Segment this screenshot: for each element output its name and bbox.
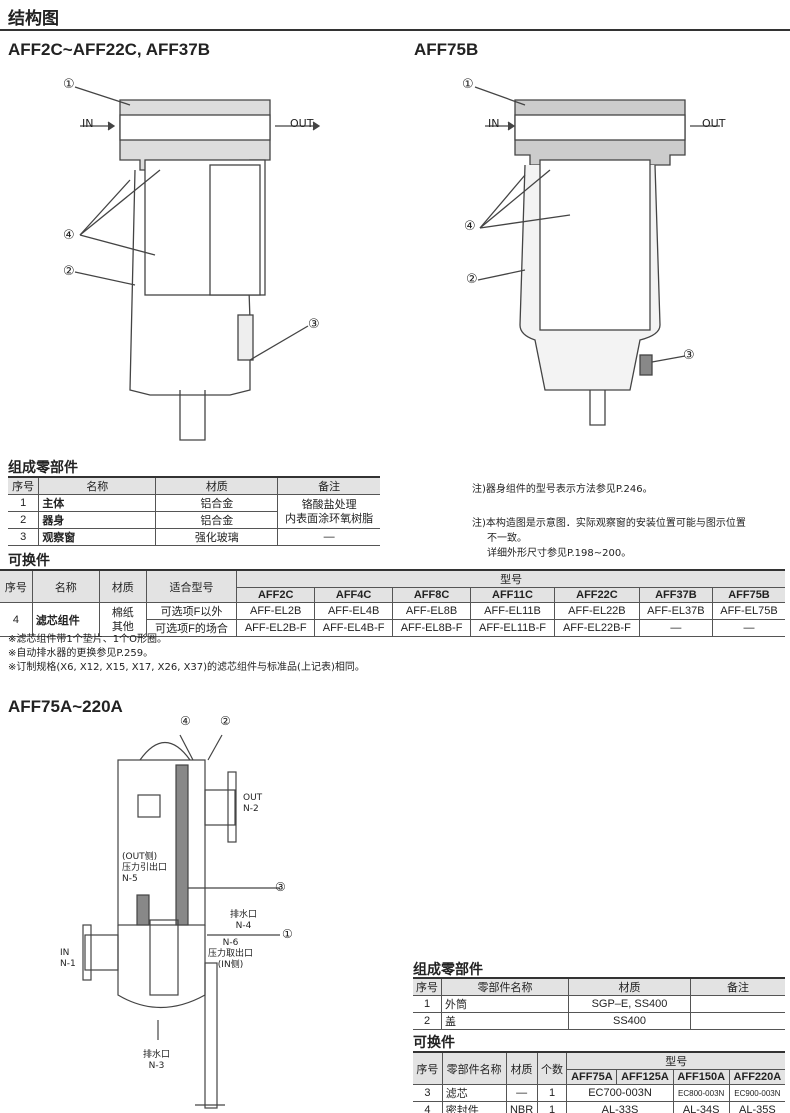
note: ※自动排水器的更换参见P.259。 bbox=[8, 648, 154, 659]
out-pressure-port-label: 压力引出口 bbox=[122, 863, 168, 873]
note: 详细外形尺寸参见P.198~200。 bbox=[487, 548, 632, 559]
diagram2-drawing bbox=[474, 86, 720, 426]
diagram3-drawing bbox=[82, 734, 280, 1109]
n5-label: N-5 bbox=[122, 874, 138, 884]
n6-label: N-6 bbox=[222, 938, 239, 948]
n1-label: N-1 bbox=[60, 959, 76, 969]
out-label: OUT bbox=[243, 793, 263, 803]
in-pressure-port-label: 压力取出口 bbox=[208, 949, 254, 959]
out-label: OUT bbox=[702, 117, 726, 130]
in-side-label: (IN侧) bbox=[217, 960, 244, 970]
callout-2: ② bbox=[466, 272, 478, 287]
diagram3-title: AFF75A~220A bbox=[8, 697, 123, 716]
callout-1: ① bbox=[63, 77, 75, 92]
note: ※滤芯组件带1个垫片、1个O形圈。 bbox=[8, 634, 167, 645]
in-label: IN bbox=[60, 948, 70, 958]
model-header: AFF37B bbox=[638, 587, 713, 603]
col-header: 备注 bbox=[277, 476, 380, 495]
callout-4: ④ bbox=[63, 228, 75, 243]
callout-2: ② bbox=[220, 714, 231, 728]
diagram2-title: AFF75B bbox=[414, 40, 479, 59]
model-header: AFF2C bbox=[236, 587, 316, 603]
col-header: 名称 bbox=[38, 476, 157, 495]
n3-label: N-3 bbox=[148, 1061, 165, 1071]
diagram1-title: AFF2C~AFF22C, AFF37B bbox=[8, 40, 210, 59]
out-label: OUT bbox=[290, 117, 314, 130]
n2-label: N-2 bbox=[243, 804, 259, 814]
model-header: AFF4C bbox=[314, 587, 394, 603]
n4-label: N-4 bbox=[235, 921, 252, 931]
replacement-table-title: 可换件 bbox=[413, 1035, 455, 1051]
note: ※订制规格(X6, X12, X15, X17, X26, X37)的滤芯组件与… bbox=[8, 662, 365, 673]
model-header: AFF22C bbox=[553, 587, 640, 603]
col-header: 序号 bbox=[8, 476, 40, 495]
callout-4: ④ bbox=[180, 714, 191, 728]
callout-2: ② bbox=[63, 264, 75, 279]
model-header: AFF75B bbox=[711, 587, 785, 603]
callout-4: ④ bbox=[464, 219, 476, 234]
callout-3: ③ bbox=[683, 348, 695, 363]
model-header: AFF11C bbox=[470, 587, 555, 603]
section-title: 结构图 bbox=[8, 9, 59, 29]
drain-port-label: 排水口 bbox=[143, 1050, 171, 1060]
parts-table-title: 组成零部件 bbox=[413, 962, 483, 978]
callout-3: ③ bbox=[308, 317, 320, 332]
replacement-table-title: 可换件 bbox=[8, 553, 50, 569]
parts-table-title: 组成零部件 bbox=[8, 460, 78, 476]
note: 注)器身组件的型号表示方法参见P.246。 bbox=[472, 484, 653, 495]
note: 不一致。 bbox=[487, 533, 527, 544]
in-label: IN bbox=[82, 117, 94, 130]
callout-3: ③ bbox=[275, 880, 286, 894]
out-side-label: (OUT侧) bbox=[122, 852, 158, 862]
diagram1-drawing bbox=[74, 86, 321, 441]
col-header: 材质 bbox=[155, 476, 279, 495]
drain-port-label: 排水口 bbox=[230, 910, 258, 920]
model-header: AFF8C bbox=[392, 587, 472, 603]
note: 注)本构造图是示意图．实际观察窗的安装位置可能与图示位置 bbox=[472, 518, 746, 529]
callout-1: ① bbox=[282, 927, 293, 941]
callout-1: ① bbox=[462, 77, 474, 92]
title-rule bbox=[0, 29, 790, 31]
in-label: IN bbox=[488, 117, 500, 130]
